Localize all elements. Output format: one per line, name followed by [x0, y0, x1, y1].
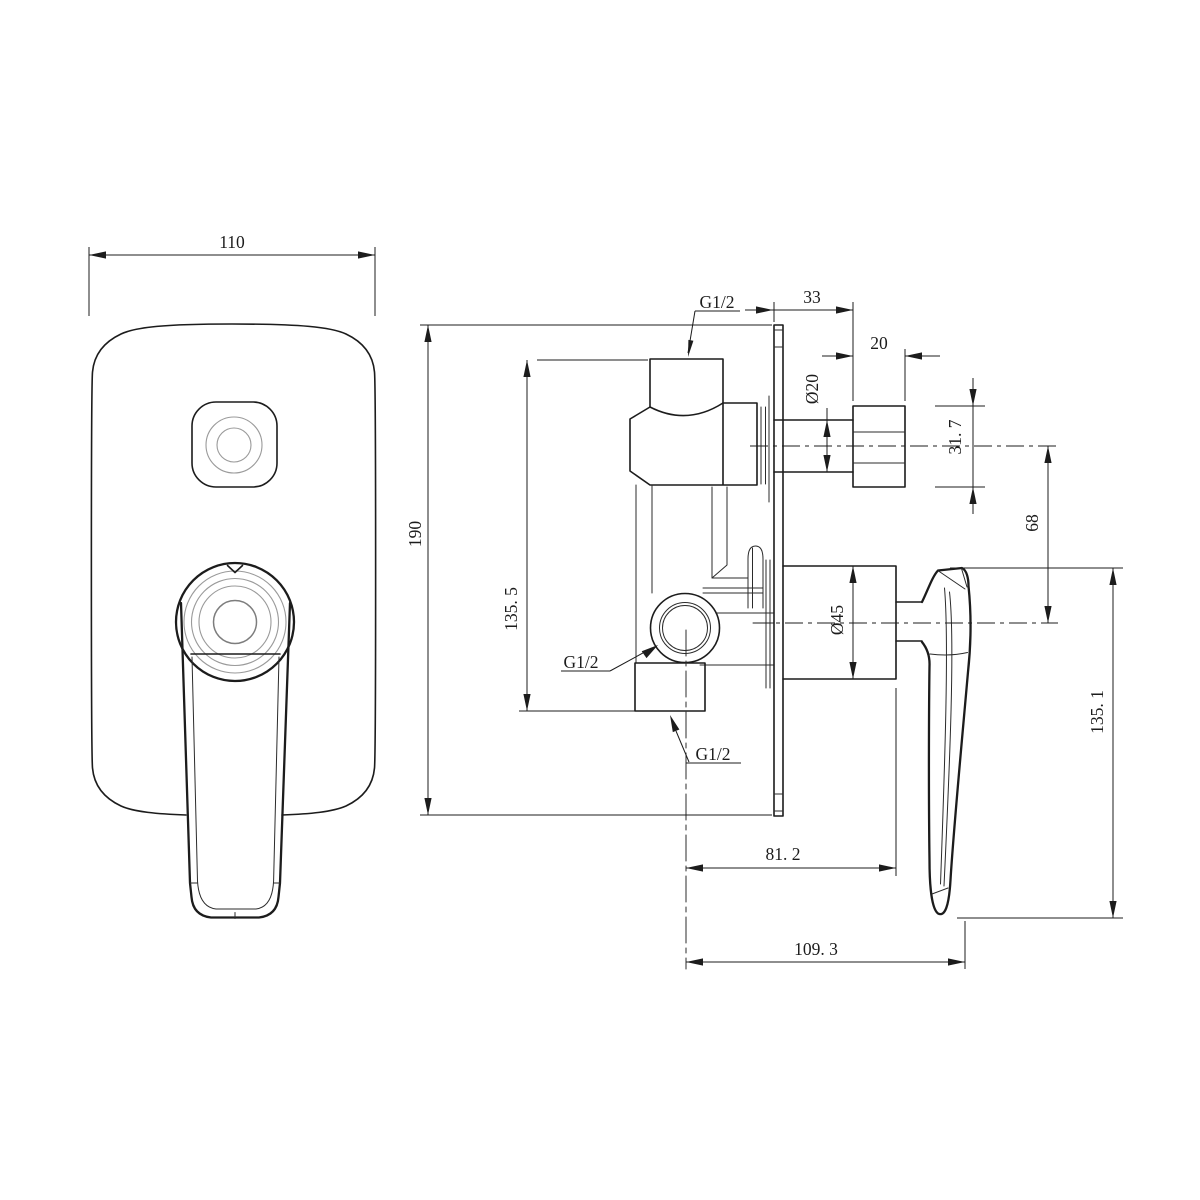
button-ring-inner — [216, 427, 252, 463]
handle-side — [782, 565, 972, 916]
dim-button-depth: 20 — [822, 333, 940, 401]
dim-handle-drop: 135. 1 — [950, 567, 1123, 919]
inlet-port-outer — [649, 592, 721, 664]
outlet-port — [634, 662, 706, 712]
thread-outlet-label: G1/2 — [696, 744, 731, 764]
handle-lever-outline — [920, 566, 972, 916]
dimensions: 110 190 135. 5 G1/2 33 — [88, 232, 1123, 969]
button-bezel — [191, 401, 278, 488]
valve-body — [629, 395, 775, 712]
dim-plate-height: 190 — [405, 324, 772, 816]
handle-base-circle-3 — [190, 577, 280, 667]
dim-handle-drop-label: 135. 1 — [1087, 690, 1107, 734]
label-thread-inlet: G1/2 — [561, 645, 658, 672]
dim-center-distance-label: 68 — [1022, 514, 1042, 532]
handle-inner-contour — [191, 656, 280, 910]
front-handle-base — [174, 561, 296, 683]
button-ring-outer — [205, 416, 263, 474]
thread-inlet-label: G1/2 — [564, 652, 599, 672]
dim-shaft-dia: Ø20 — [802, 374, 831, 472]
button-shaft — [773, 419, 854, 473]
dim-button-span: 31. 7 — [935, 378, 985, 514]
front-handle — [179, 564, 292, 919]
button-knurls — [852, 431, 906, 464]
dim-shaft-dia-label: Ø20 — [802, 374, 822, 404]
dim-plate-width-label: 110 — [219, 232, 245, 252]
handle-tip-chord — [931, 887, 949, 895]
front-button — [191, 401, 278, 488]
thread-top-label: G1/2 — [700, 292, 735, 312]
dim-button-offset-label: 33 — [803, 287, 821, 307]
dim-plate-width: 110 — [88, 232, 376, 316]
label-thread-top: G1/2 — [687, 292, 740, 357]
dim-valve-height-label: 135. 5 — [501, 587, 521, 631]
handle-base-circle-4 — [198, 585, 272, 659]
handle-base-circle-2 — [183, 570, 287, 674]
handle-apex-notch — [226, 564, 244, 574]
label-thread-outlet: G1/2 — [670, 715, 741, 764]
dim-button-depth-label: 20 — [870, 333, 888, 353]
dim-valve-depth: 81. 2 — [686, 688, 897, 876]
top-pipe — [649, 358, 724, 417]
front-view — [90, 323, 377, 919]
pipe-saddle-arc — [649, 402, 724, 417]
inlet-port-mid — [659, 602, 711, 654]
stop-boss — [747, 545, 764, 609]
dim-overall-depth-label: 109. 3 — [794, 939, 838, 959]
side-plate — [773, 324, 784, 817]
dim-valve-height: 135. 5 — [501, 359, 648, 712]
dim-overall-depth: 109. 3 — [686, 921, 966, 969]
front-plate-outline — [90, 323, 377, 816]
handle-hub-seam — [929, 652, 968, 656]
side-view — [629, 324, 1058, 970]
dim-button-offset: 33 — [745, 287, 854, 401]
dim-center-distance: 68 — [1022, 446, 1052, 623]
dim-trim-dia: Ø45 — [827, 566, 857, 679]
handle-base-circle-center — [212, 599, 258, 645]
dim-button-span-label: 31. 7 — [945, 419, 965, 454]
dim-plate-height-label: 190 — [405, 521, 425, 548]
handle-base-circle-bold — [174, 561, 296, 683]
dim-trim-dia-label: Ø45 — [827, 605, 847, 635]
dim-valve-depth-label: 81. 2 — [766, 844, 801, 864]
inlet-port-inner — [662, 605, 708, 651]
handle-stem — [895, 601, 923, 642]
